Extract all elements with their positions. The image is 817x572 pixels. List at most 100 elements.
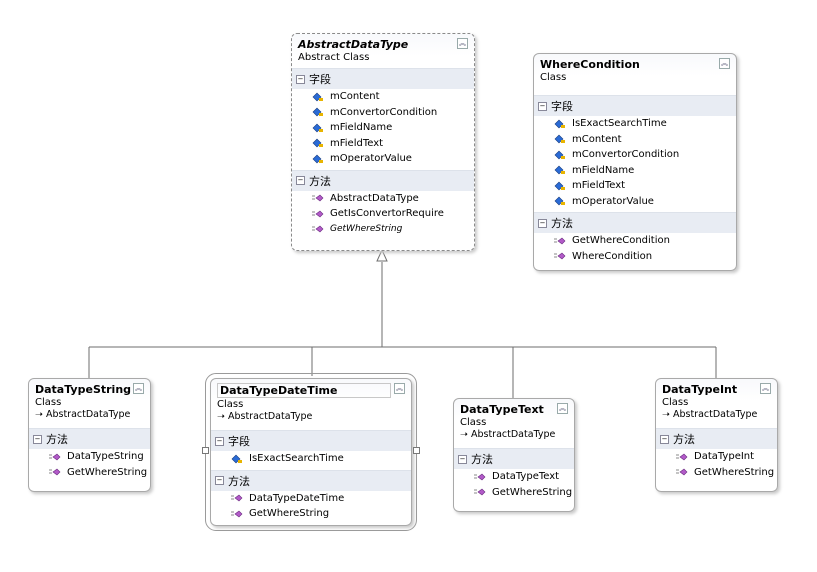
field-icon bbox=[312, 107, 324, 117]
member-item[interactable]: WhereCondition bbox=[534, 249, 736, 265]
member-item[interactable]: DataTypeDateTime bbox=[211, 491, 411, 507]
fields-section-header[interactable]: − 字段 bbox=[211, 430, 411, 451]
fields-list: IsExactSearchTime bbox=[211, 451, 411, 467]
collapse-chevron-icon[interactable]: ︽ bbox=[133, 383, 144, 394]
collapse-chevron-icon[interactable]: ︽ bbox=[457, 38, 468, 49]
member-name: GetWhereString bbox=[492, 486, 573, 498]
fields-list: IsExactSearchTime mContent mConvertorCondi… bbox=[534, 116, 736, 209]
inheritance-arrow-icon: ➝ bbox=[460, 429, 468, 440]
member-item[interactable]: mConvertorCondition bbox=[292, 105, 474, 121]
member-item[interactable]: IsExactSearchTime bbox=[534, 116, 736, 132]
section-collapse-icon[interactable]: − bbox=[296, 176, 305, 185]
class-datatypeint[interactable]: DataTypeInt Class ➝AbstractDataType ︽ − … bbox=[655, 378, 778, 492]
section-label: 方法 bbox=[46, 433, 68, 446]
section-collapse-icon[interactable]: − bbox=[538, 101, 547, 111]
member-item[interactable]: DataTypeInt bbox=[656, 449, 777, 465]
member-name: DataTypeString bbox=[67, 451, 144, 463]
class-wherecondition[interactable]: WhereCondition Class ︽ − 字段 IsExactSearc… bbox=[533, 53, 737, 271]
field-icon bbox=[554, 134, 566, 144]
resize-handle-left[interactable] bbox=[202, 447, 209, 454]
class-datatypestring[interactable]: DataTypeString Class ➝AbstractDataType ︽… bbox=[28, 378, 151, 492]
section-collapse-icon[interactable]: − bbox=[458, 454, 467, 464]
section-collapse-icon[interactable]: − bbox=[33, 434, 42, 444]
method-icon bbox=[312, 193, 324, 203]
member-name: WhereCondition bbox=[572, 250, 653, 262]
methods-section-header[interactable]: − 方法 bbox=[29, 428, 150, 449]
methods-section-header[interactable]: − 方法 bbox=[292, 169, 474, 191]
fields-section-header[interactable]: − 字段 bbox=[534, 95, 736, 116]
member-item[interactable]: mOperatorValue bbox=[534, 194, 736, 210]
base-class-name: AbstractDataType bbox=[672, 409, 758, 420]
member-item[interactable]: GetWhereString bbox=[29, 465, 150, 481]
member-item[interactable]: GetWhereString bbox=[454, 485, 574, 501]
member-item[interactable]: GetWhereString bbox=[211, 506, 411, 522]
collapse-chevron-icon[interactable]: ︽ bbox=[760, 383, 771, 394]
member-name: AbstractDataType bbox=[330, 192, 419, 204]
section-label: 方法 bbox=[673, 433, 695, 446]
member-item[interactable]: mContent bbox=[534, 132, 736, 148]
field-icon bbox=[312, 123, 324, 133]
method-icon bbox=[231, 493, 243, 503]
member-item[interactable]: AbstractDataType bbox=[292, 191, 474, 207]
member-item[interactable]: DataTypeString bbox=[29, 449, 150, 465]
member-item[interactable]: mOperatorValue bbox=[292, 151, 474, 167]
member-name: mFieldName bbox=[572, 164, 635, 176]
class-abstractdatatype[interactable]: AbstractDataType Abstract Class ︽ − 字段 m… bbox=[291, 33, 475, 251]
methods-section-header[interactable]: − 方法 bbox=[211, 469, 411, 491]
member-item[interactable]: GetWhereString bbox=[292, 222, 474, 238]
section-label: 字段 bbox=[309, 73, 331, 86]
base-class-name: AbstractDataType bbox=[45, 409, 131, 420]
class-title: DataTypeInt bbox=[662, 383, 738, 396]
section-collapse-icon[interactable]: − bbox=[215, 476, 224, 485]
class-datatypedatetime[interactable]: DataTypeDateTime Class ➝AbstractDataType… bbox=[202, 373, 420, 531]
section-label: 字段 bbox=[551, 100, 573, 113]
class-header: DataTypeText Class ➝AbstractDataType ︽ bbox=[454, 399, 574, 442]
member-item[interactable]: mFieldText bbox=[292, 136, 474, 152]
class-kind: Class bbox=[662, 397, 689, 408]
class-title: DataTypeText bbox=[460, 403, 544, 416]
class-kind: Class bbox=[35, 397, 62, 408]
methods-section-header[interactable]: − 方法 bbox=[656, 428, 777, 449]
section-collapse-icon[interactable]: − bbox=[215, 436, 224, 446]
member-item[interactable]: DataTypeText bbox=[454, 469, 574, 485]
class-datatypetext[interactable]: DataTypeText Class ➝AbstractDataType ︽ −… bbox=[453, 398, 575, 512]
member-item[interactable]: GetWhereCondition bbox=[534, 233, 736, 249]
collapse-chevron-icon[interactable]: ︽ bbox=[394, 383, 405, 394]
method-icon bbox=[312, 224, 324, 234]
methods-section-header[interactable]: − 方法 bbox=[454, 448, 574, 469]
base-class-name: AbstractDataType bbox=[227, 411, 313, 422]
section-collapse-icon[interactable]: − bbox=[538, 218, 547, 228]
method-icon bbox=[554, 251, 566, 261]
member-item[interactable]: mFieldName bbox=[292, 120, 474, 136]
member-item[interactable]: IsExactSearchTime bbox=[211, 451, 411, 467]
class-header: AbstractDataType Abstract Class ︽ bbox=[292, 34, 474, 65]
member-name: mFieldText bbox=[572, 180, 626, 192]
method-icon bbox=[231, 509, 243, 519]
member-item[interactable]: GetWhereString bbox=[656, 465, 777, 481]
field-icon bbox=[312, 138, 324, 148]
member-item[interactable]: GetIsConvertorRequire bbox=[292, 206, 474, 222]
member-item[interactable]: mFieldName bbox=[534, 163, 736, 179]
fields-section-header[interactable]: − 字段 bbox=[292, 68, 474, 89]
member-item[interactable]: mConvertorCondition bbox=[534, 147, 736, 163]
member-name: IsExactSearchTime bbox=[572, 118, 667, 130]
member-name: GetIsConvertorRequire bbox=[330, 208, 444, 220]
collapse-chevron-icon[interactable]: ︽ bbox=[557, 403, 568, 414]
class-title: WhereCondition bbox=[540, 58, 640, 71]
member-item[interactable]: mFieldText bbox=[534, 178, 736, 194]
section-label: 方法 bbox=[228, 474, 250, 488]
base-class: ➝AbstractDataType bbox=[217, 411, 405, 422]
member-item[interactable]: mContent bbox=[292, 89, 474, 105]
section-collapse-icon[interactable]: − bbox=[660, 434, 669, 444]
methods-section-header[interactable]: − 方法 bbox=[534, 212, 736, 233]
member-name: IsExactSearchTime bbox=[249, 453, 344, 465]
member-name: mOperatorValue bbox=[330, 153, 412, 165]
section-collapse-icon[interactable]: − bbox=[296, 74, 305, 84]
collapse-chevron-icon[interactable]: ︽ bbox=[719, 58, 730, 69]
resize-handle-right[interactable] bbox=[413, 447, 420, 454]
member-name: mContent bbox=[572, 133, 622, 145]
